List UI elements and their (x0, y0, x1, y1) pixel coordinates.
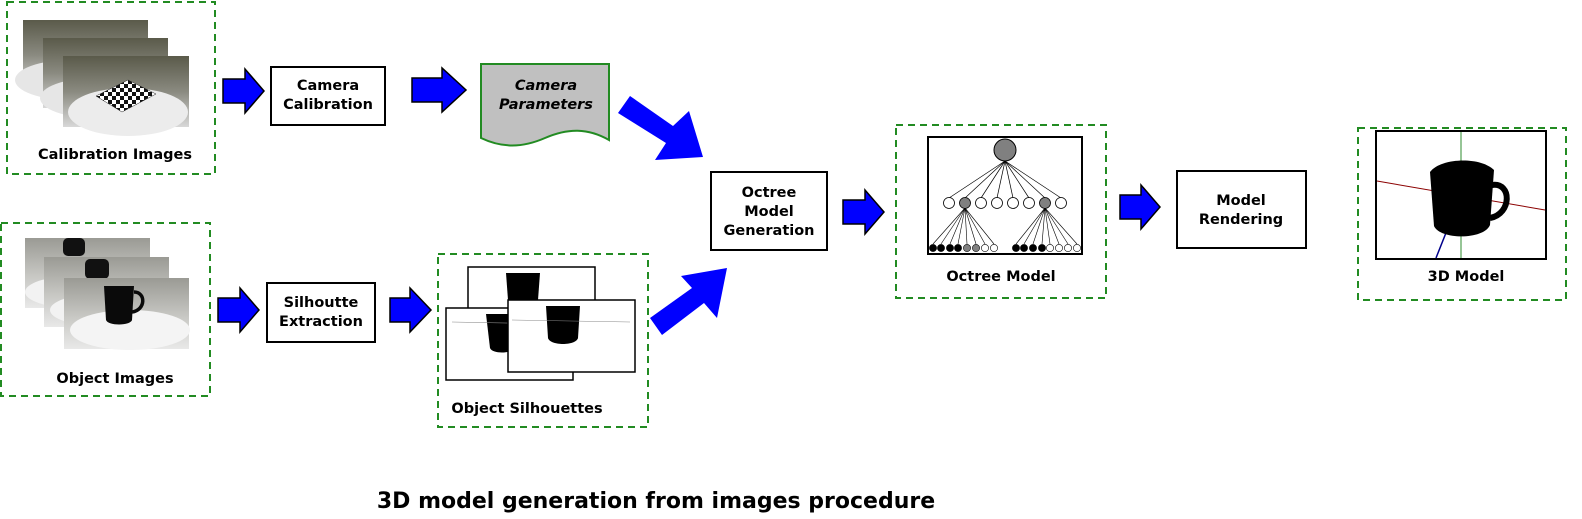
model-rendering-label-line1: Model (1216, 193, 1266, 209)
silhouette-image-stack (445, 266, 636, 381)
octree-root-node (993, 138, 1017, 162)
octree-generation-label-line3: Generation (723, 223, 814, 239)
octree-node (1007, 197, 1019, 209)
mug-3d-icon (1430, 160, 1494, 237)
octree-generation-label-line1: Octree (742, 185, 797, 201)
object-images-group: Object Images (0, 222, 211, 397)
octree-model-label: Octree Model (946, 269, 1055, 285)
model-rendering-step: Model Rendering (1176, 170, 1307, 249)
camera-parameters-label-line1: Camera (515, 78, 577, 94)
model-3d-label: 3D Model (1428, 269, 1505, 285)
octree-leaf-node (1029, 244, 1037, 252)
silhouette-extraction-label-line1: Silhoutte (284, 295, 359, 311)
silhouette-extraction-step: Silhoutte Extraction (266, 282, 376, 343)
camera-parameters-document: Camera Parameters (480, 63, 610, 147)
octree-leaf-node (1038, 244, 1046, 252)
octree-leaf-node (1073, 244, 1081, 252)
octree-node (1039, 197, 1051, 209)
object-silhouettes-label: Object Silhouettes (451, 401, 602, 417)
octree-generation-label-line2: Model (744, 204, 794, 220)
octree-leaf-node (946, 244, 954, 252)
arrow-right-icon (217, 285, 260, 335)
octree-model-group: Octree Model (895, 124, 1107, 299)
arrow-right-icon (1119, 182, 1161, 232)
model-3d-group: 3D Model (1357, 127, 1567, 301)
mug-silhouette-icon (546, 306, 580, 344)
camera-parameters-label-line2: Parameters (499, 97, 593, 113)
octree-leaf-node (1055, 244, 1063, 252)
calibration-images-label: Calibration Images (38, 147, 192, 163)
octree-node (1023, 197, 1035, 209)
octree-leaf-node (981, 244, 989, 252)
arrow-right-icon (411, 66, 468, 114)
model-3d-group-border (1357, 127, 1567, 301)
octree-node (991, 197, 1003, 209)
arrow-right-icon (389, 286, 433, 334)
calibration-image-stack (15, 20, 189, 136)
diagonal-arrow-icon (618, 96, 703, 160)
octree-node (975, 197, 987, 209)
diagonal-arrow-icon (650, 268, 727, 335)
octree-tree-icon (929, 138, 1081, 252)
object-images-label: Object Images (56, 371, 173, 387)
object-group-border (0, 222, 211, 397)
arrow-right-icon (222, 66, 265, 116)
octree-leaf-node (1020, 244, 1028, 252)
calibration-group-border (6, 1, 216, 175)
object-silhouettes-group: Object Silhouettes (437, 253, 649, 428)
mug-icon (104, 286, 134, 325)
octree-leaf-node (937, 244, 945, 252)
octree-node (959, 197, 971, 209)
octree-node (943, 197, 955, 209)
camera-calibration-step: Camera Calibration (270, 66, 386, 126)
octree-leaf-node (963, 244, 971, 252)
camera-calibration-label-line2: Calibration (283, 97, 373, 113)
arrow-right-icon (842, 187, 885, 237)
octree-node (1055, 197, 1067, 209)
checkerboard-icon (95, 79, 157, 113)
octree-leaf-node (1012, 244, 1020, 252)
octree-leaf-node (990, 244, 998, 252)
octree-generation-step: Octree Model Generation (710, 171, 828, 251)
model-rendering-label-line2: Rendering (1199, 212, 1283, 228)
octree-leaf-node (954, 244, 962, 252)
silhouette-extraction-label-line2: Extraction (279, 314, 363, 330)
octree-leaf-node (929, 244, 937, 252)
octree-leaf-node (972, 244, 980, 252)
octree-leaf-node (1064, 244, 1072, 252)
octree-leaf-node (1046, 244, 1054, 252)
diagram-caption: 3D model generation from images procedur… (377, 489, 935, 514)
camera-calibration-label-line1: Camera (297, 78, 359, 94)
calibration-images-group: Calibration Images (6, 1, 216, 175)
object-image-stack (25, 238, 190, 350)
